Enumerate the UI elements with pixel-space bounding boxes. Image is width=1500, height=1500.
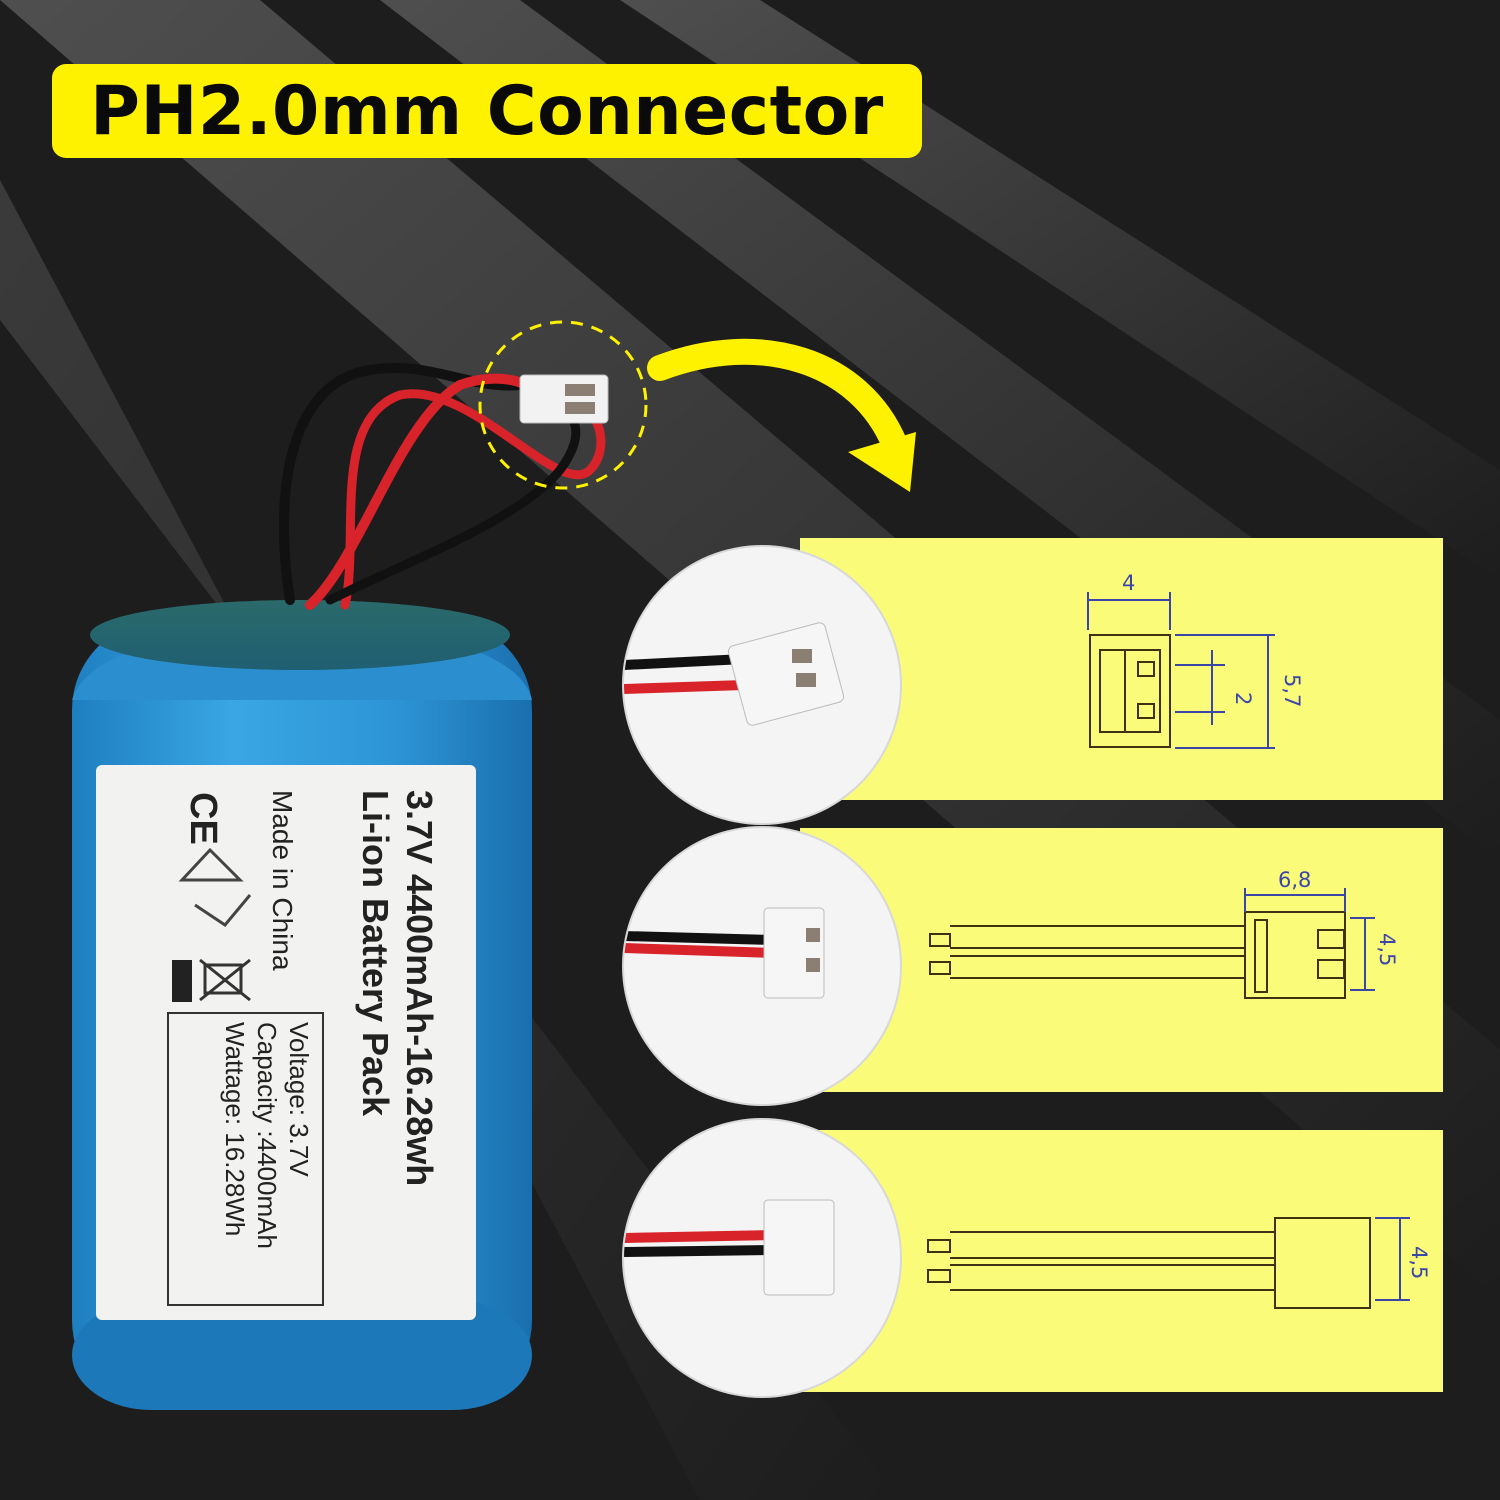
connector-plug [519, 374, 609, 424]
connector-photo-3 [624, 1120, 900, 1396]
label-subtitle: Li-ion Battery Pack [355, 790, 396, 1117]
connector-photo-3-art [624, 1199, 835, 1296]
bar-mark [172, 960, 192, 1002]
page-title: PH2.0mm Connector [90, 71, 884, 151]
connector-photo-2 [624, 828, 900, 1104]
label-made-in: Made in China [267, 790, 298, 971]
spec-box [167, 1012, 324, 1306]
connector-photo-1-art [624, 622, 845, 726]
battery-sticker [96, 765, 476, 1320]
battery-label-text: 3.7V 4400mAh-16.28wh Li-ion Battery Pack… [100, 790, 440, 1310]
spec-voltage: Voltage: 3.7V [284, 1022, 314, 1177]
connector-photo-2-art [624, 907, 825, 999]
curved-arrow-icon [647, 338, 916, 492]
spec-wattage: Wattage: 16.28Wh [220, 1022, 250, 1237]
connector-photo-1 [624, 547, 900, 823]
title-badge: PH2.0mm Connector [52, 64, 922, 158]
recycle-icon [178, 847, 252, 927]
label-title: 3.7V 4400mAh-16.28wh [399, 790, 440, 1187]
connector-highlight-icon [478, 320, 648, 490]
spec-capacity: Capacity :4400mAh [252, 1022, 282, 1249]
weee-bin-icon [199, 958, 251, 1002]
